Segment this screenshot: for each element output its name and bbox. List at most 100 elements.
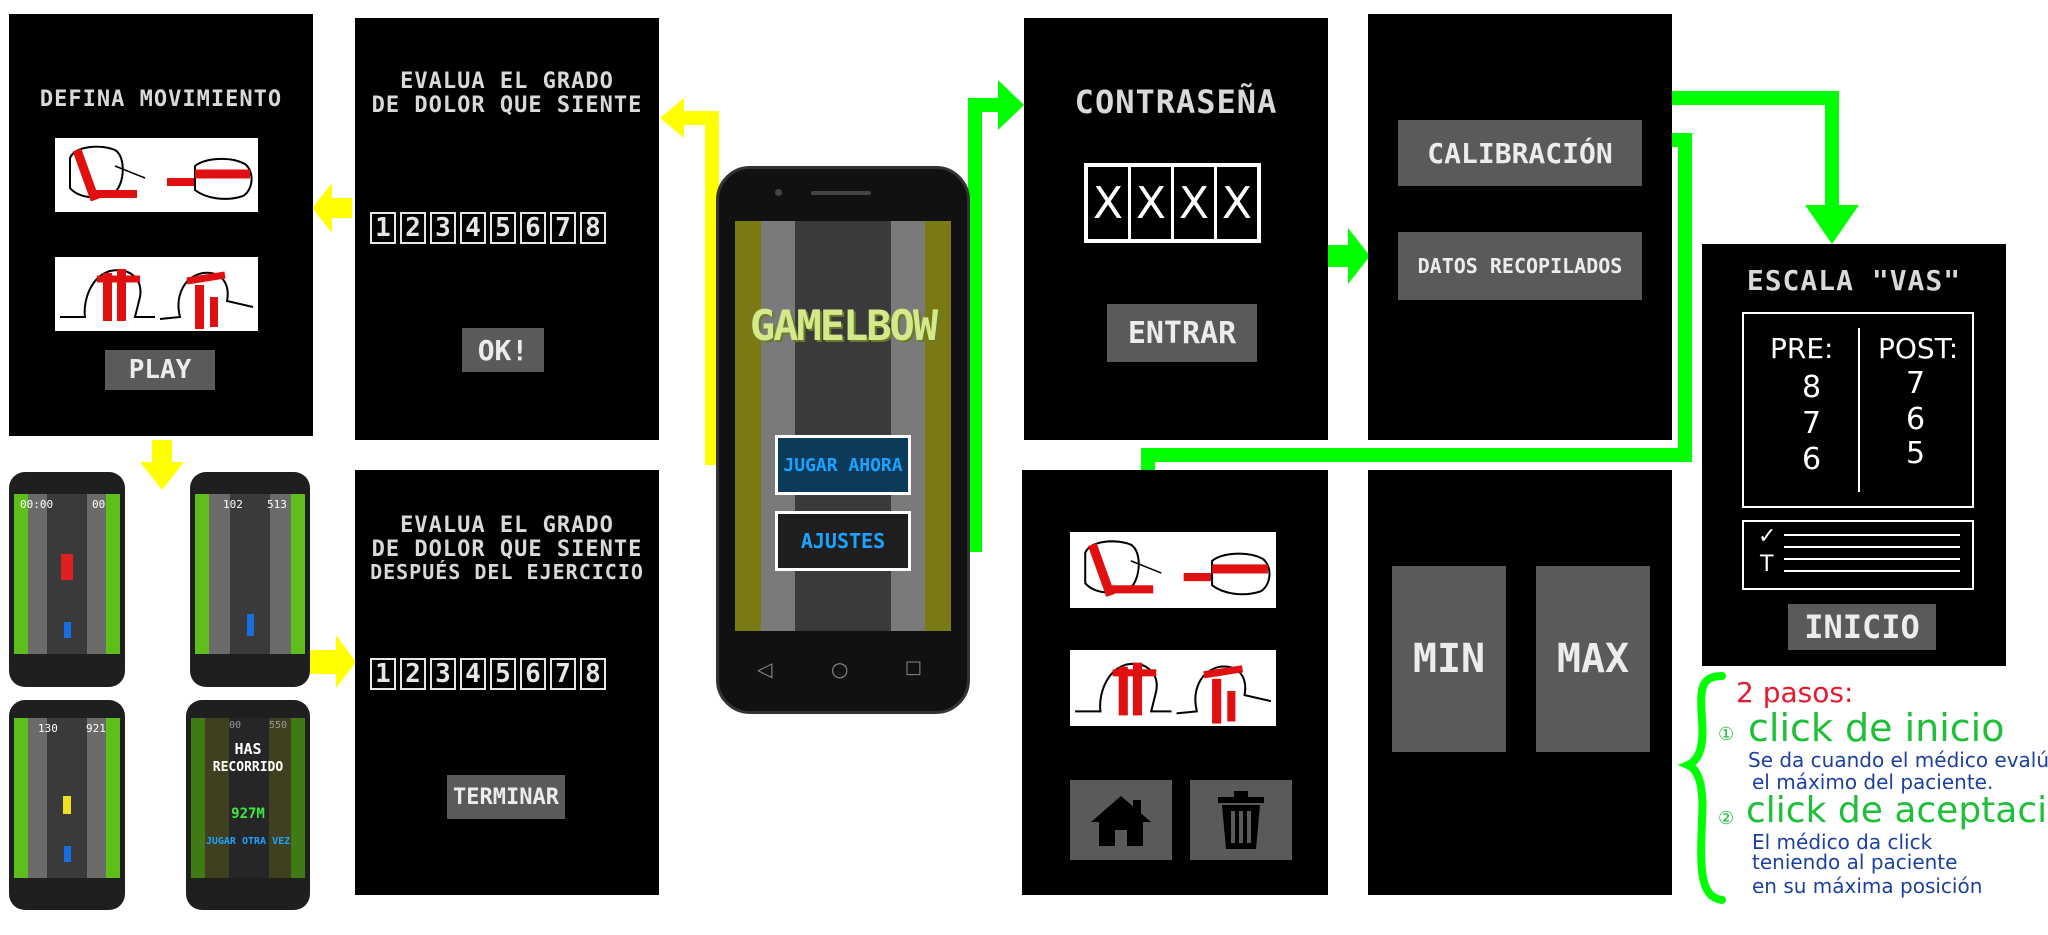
pain-post-scale: 1 2 3 4 5 6 7 8: [370, 658, 606, 690]
pain-pre-title-line1: EVALUA EL GRADO: [400, 69, 614, 94]
note-line: [1784, 570, 1960, 572]
game-screen-4: 00 550 HAS RECORRIDO 927M JUGAR OTRA VEZ: [191, 718, 305, 878]
min-button[interactable]: MIN: [1392, 566, 1506, 752]
step2-number: ②: [1718, 808, 1735, 829]
max-button[interactable]: MAX: [1536, 566, 1650, 752]
pain-post-panel: EVALUA EL GRADO DE DOLOR QUE SIENTE DESP…: [355, 470, 659, 895]
settings-button[interactable]: AJUSTES: [775, 511, 911, 571]
step2-title: click de aceptación: [1746, 790, 2048, 831]
calibration-movement-panel: [1022, 470, 1328, 895]
score-time: 130: [38, 722, 58, 735]
movement-title: DEFINA MOVIMIENTO: [39, 87, 283, 112]
score-distance: 550: [269, 720, 288, 731]
scale-option[interactable]: 6: [520, 658, 546, 690]
scale-option[interactable]: 4: [460, 212, 486, 244]
game-phone-1: 00:00 00: [9, 472, 125, 687]
post-label: POST:: [1878, 332, 1959, 365]
password-digit[interactable]: X: [1221, 177, 1253, 229]
vas-table: PRE: POST: 8 7 6 7 6 5: [1742, 312, 1974, 508]
calibration-button[interactable]: CALIBRACIÓN: [1398, 120, 1642, 186]
enter-button[interactable]: ENTRAR: [1107, 304, 1257, 362]
movement-panel: DEFINA MOVIMIENTO PLAY: [9, 14, 313, 436]
pain-post-title-line1: EVALUA EL GRADO: [400, 513, 614, 538]
step2-desc-line1: El médico da click: [1752, 830, 1933, 854]
step2-desc-line2: teniendo al paciente: [1752, 850, 1958, 874]
scale-option[interactable]: 5: [490, 212, 516, 244]
scale-option[interactable]: 3: [430, 658, 456, 690]
hand-illustration: [1075, 662, 1272, 724]
scale-option[interactable]: 7: [550, 658, 576, 690]
fist-card[interactable]: [1070, 532, 1276, 608]
recent-nav-icon[interactable]: □: [905, 657, 923, 678]
game-phone-2: 102 513: [190, 472, 310, 687]
vas-panel: ESCALA "VAS" PRE: POST: 8 7 6 7 6 5 ✓ T …: [1702, 244, 2006, 666]
password-panel: CONTRASEÑA X X X X ENTRAR: [1024, 18, 1328, 440]
scale-option[interactable]: 7: [550, 212, 576, 244]
obstacle-car: [63, 796, 71, 814]
scale-option[interactable]: 6: [520, 212, 546, 244]
pre-value: 7: [1802, 406, 1822, 441]
step1-number: ①: [1718, 724, 1735, 745]
game-phone-4: 00 550 HAS RECORRIDO 927M JUGAR OTRA VEZ: [186, 700, 310, 910]
speaker-grille: [811, 191, 871, 195]
scale-option[interactable]: 1: [370, 212, 396, 244]
play-now-button[interactable]: JUGAR AHORA: [775, 435, 911, 495]
player-car: [64, 622, 71, 638]
home-icon: [1091, 796, 1151, 846]
game-screen-3: 130 921: [14, 718, 120, 878]
check-icon: ✓: [1758, 524, 1777, 549]
scale-option[interactable]: 5: [490, 658, 516, 690]
pre-label: PRE:: [1770, 332, 1834, 365]
password-digit[interactable]: X: [1131, 167, 1174, 239]
password-digit[interactable]: X: [1088, 167, 1131, 239]
scale-option[interactable]: 8: [580, 212, 606, 244]
trash-icon: [1218, 791, 1264, 849]
scale-option[interactable]: 4: [460, 658, 486, 690]
post-value: 7: [1906, 366, 1926, 401]
main-phone: GAMELBOW JUGAR AHORA AJUSTES ◁ ○ □: [716, 166, 970, 714]
t-mark: T: [1760, 552, 1774, 577]
scale-option[interactable]: 2: [400, 212, 426, 244]
scale-option[interactable]: 3: [430, 212, 456, 244]
scale-option[interactable]: 2: [400, 658, 426, 690]
game-phone-3: 130 921: [9, 700, 125, 910]
step2-desc-line3: en su máxima posición: [1752, 874, 1983, 898]
finish-button[interactable]: TERMINAR: [447, 775, 565, 819]
pain-pre-title-line2: DE DOLOR QUE SIENTE: [371, 93, 643, 118]
score-time: 00: [229, 720, 242, 731]
password-title: CONTRASEÑA: [1074, 83, 1278, 121]
play-button[interactable]: PLAY: [105, 350, 215, 390]
fist-card[interactable]: [55, 138, 258, 212]
scale-option[interactable]: 8: [580, 658, 606, 690]
hand-illustration: [60, 269, 254, 329]
game-title: GAMELBOW: [749, 301, 938, 350]
player-car: [64, 846, 71, 862]
player-car: [247, 614, 254, 636]
score-time: 102: [223, 498, 243, 511]
vas-title: ESCALA "VAS": [1746, 264, 1962, 297]
camera-dot: [775, 189, 782, 196]
delete-button[interactable]: [1190, 780, 1292, 860]
result-value: 927M: [231, 806, 265, 822]
step1-desc-line1: Se da cuando el médico evalúa: [1748, 748, 2048, 772]
collected-data-button[interactable]: DATOS RECOPILADOS: [1398, 232, 1642, 300]
step1-title: click de inicio: [1748, 706, 2005, 750]
password-digit[interactable]: X: [1174, 167, 1217, 239]
replay-button[interactable]: JUGAR OTRA VEZ: [205, 836, 291, 847]
scale-option[interactable]: 1: [370, 658, 396, 690]
note-line: [1784, 546, 1960, 548]
hand-card[interactable]: [1070, 650, 1276, 726]
score-time: 00:00: [20, 498, 54, 511]
game-screen-2: 102 513: [195, 494, 305, 654]
pre-value: 6: [1802, 442, 1822, 477]
back-nav-icon[interactable]: ◁: [757, 657, 773, 681]
ok-button[interactable]: OK!: [462, 328, 544, 372]
home-button[interactable]: [1070, 780, 1172, 860]
note-line: [1784, 534, 1960, 536]
score-distance: 00: [92, 498, 106, 511]
game-screen-1: 00:00 00: [14, 494, 120, 654]
home-nav-icon[interactable]: ○: [831, 657, 849, 681]
hand-card[interactable]: [55, 257, 258, 331]
fist-illustration: [69, 145, 253, 202]
start-button[interactable]: INICIO: [1788, 604, 1936, 650]
